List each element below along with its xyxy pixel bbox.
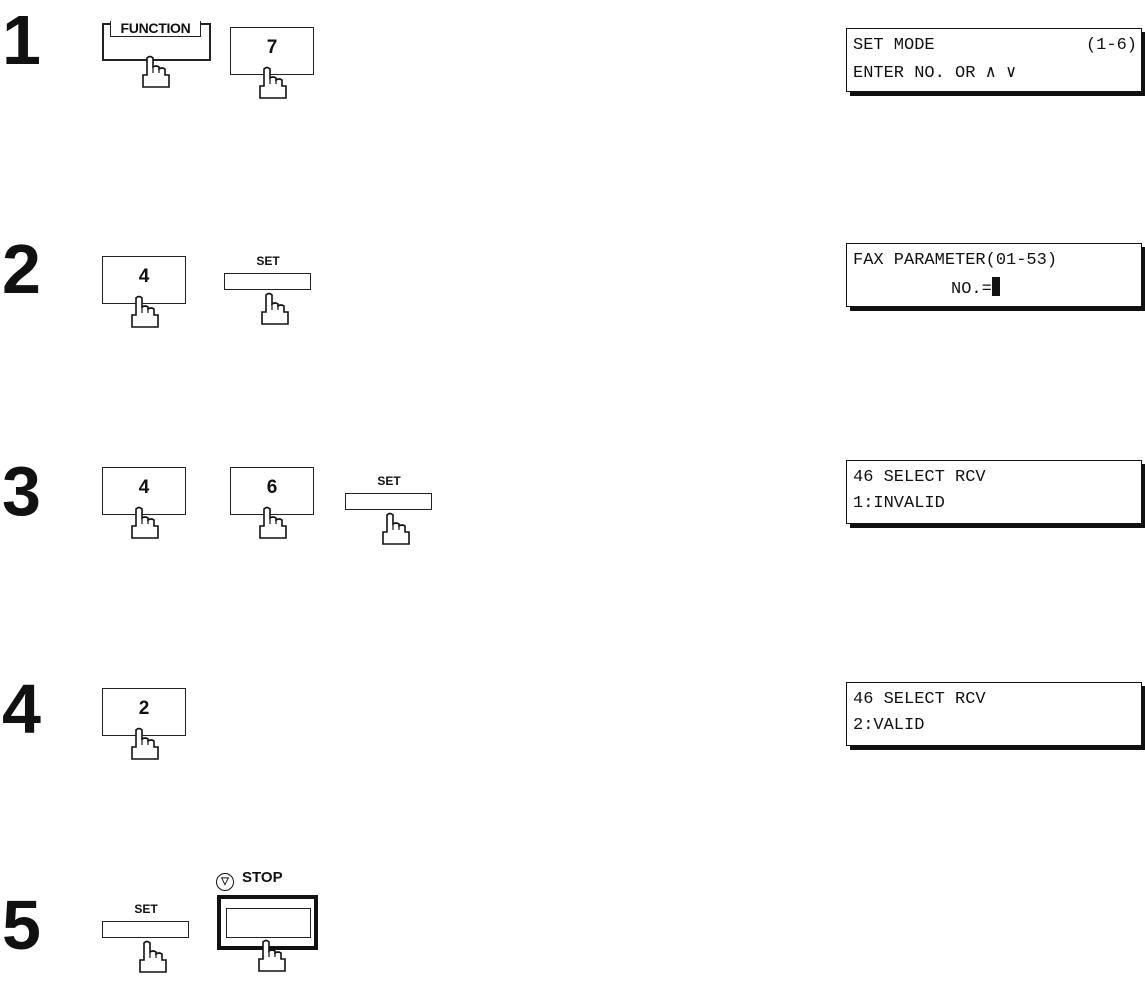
pointing-hand-icon bbox=[249, 929, 293, 973]
set-key[interactable]: SET bbox=[224, 254, 312, 324]
stop-key[interactable]: ▽ STOP bbox=[216, 869, 326, 989]
pointing-hand-icon bbox=[250, 56, 294, 100]
pointing-hand-icon bbox=[133, 45, 177, 89]
lcd-line-1: SET MODE bbox=[853, 36, 935, 55]
lcd-display-step-4: 46 SELECT RCV 2:VALID bbox=[846, 682, 1142, 746]
digit-key-6[interactable]: 6 bbox=[230, 467, 314, 515]
pointing-hand-icon bbox=[373, 502, 417, 546]
digit-key-4[interactable]: 4 bbox=[102, 256, 186, 304]
lcd-display-step-1: SET MODE (1-6) ENTER NO. OR ∧ ∨ bbox=[846, 28, 1142, 92]
pointing-hand-icon bbox=[122, 717, 166, 761]
stop-key-caption: ▽ STOP bbox=[216, 869, 283, 891]
lcd-line-1: 46 SELECT RCV bbox=[853, 690, 986, 709]
function-key-label: FUNCTION bbox=[110, 21, 201, 37]
step-number-1: 1 bbox=[2, 5, 41, 75]
stop-key-label: STOP bbox=[242, 869, 283, 886]
pointing-hand-icon bbox=[250, 496, 294, 540]
pointing-hand-icon bbox=[122, 285, 166, 329]
cursor-block-icon bbox=[992, 277, 1000, 296]
digit-key-4[interactable]: 4 bbox=[102, 467, 186, 515]
pointing-hand-icon bbox=[122, 496, 166, 540]
set-key-label: SET bbox=[345, 474, 433, 488]
lcd-line-1: FAX PARAMETER(01-53) bbox=[853, 251, 1057, 270]
lcd-line-2: 2:VALID bbox=[853, 716, 924, 735]
stop-symbol-icon: ▽ bbox=[216, 873, 234, 891]
lcd-line-1: 46 SELECT RCV bbox=[853, 468, 986, 487]
lcd-line-2: NO.= bbox=[951, 280, 992, 299]
pointing-hand-icon bbox=[130, 930, 174, 974]
lcd-display-step-3: 46 SELECT RCV 1:INVALID bbox=[846, 460, 1142, 524]
step-number-5: 5 bbox=[2, 890, 41, 960]
set-key[interactable]: SET bbox=[102, 902, 190, 972]
step-number-3: 3 bbox=[2, 456, 41, 526]
digit-key-7[interactable]: 7 bbox=[230, 27, 314, 75]
lcd-line-2: 1:INVALID bbox=[853, 494, 945, 513]
set-key-label: SET bbox=[224, 254, 312, 268]
pointing-hand-icon bbox=[252, 282, 296, 326]
set-key[interactable]: SET bbox=[345, 474, 433, 544]
function-key[interactable]: FUNCTION bbox=[102, 23, 208, 73]
step-number-2: 2 bbox=[2, 234, 41, 304]
digit-key-2[interactable]: 2 bbox=[102, 688, 186, 736]
step-number-4: 4 bbox=[2, 674, 41, 744]
lcd-line-2-prompt: NO.= bbox=[951, 277, 1000, 299]
lcd-line-1-range: (1-6) bbox=[1086, 36, 1137, 55]
set-key-label: SET bbox=[102, 902, 190, 916]
lcd-display-step-2: FAX PARAMETER(01-53) NO.= bbox=[846, 243, 1142, 307]
lcd-line-2: ENTER NO. OR ∧ ∨ bbox=[853, 62, 1016, 83]
